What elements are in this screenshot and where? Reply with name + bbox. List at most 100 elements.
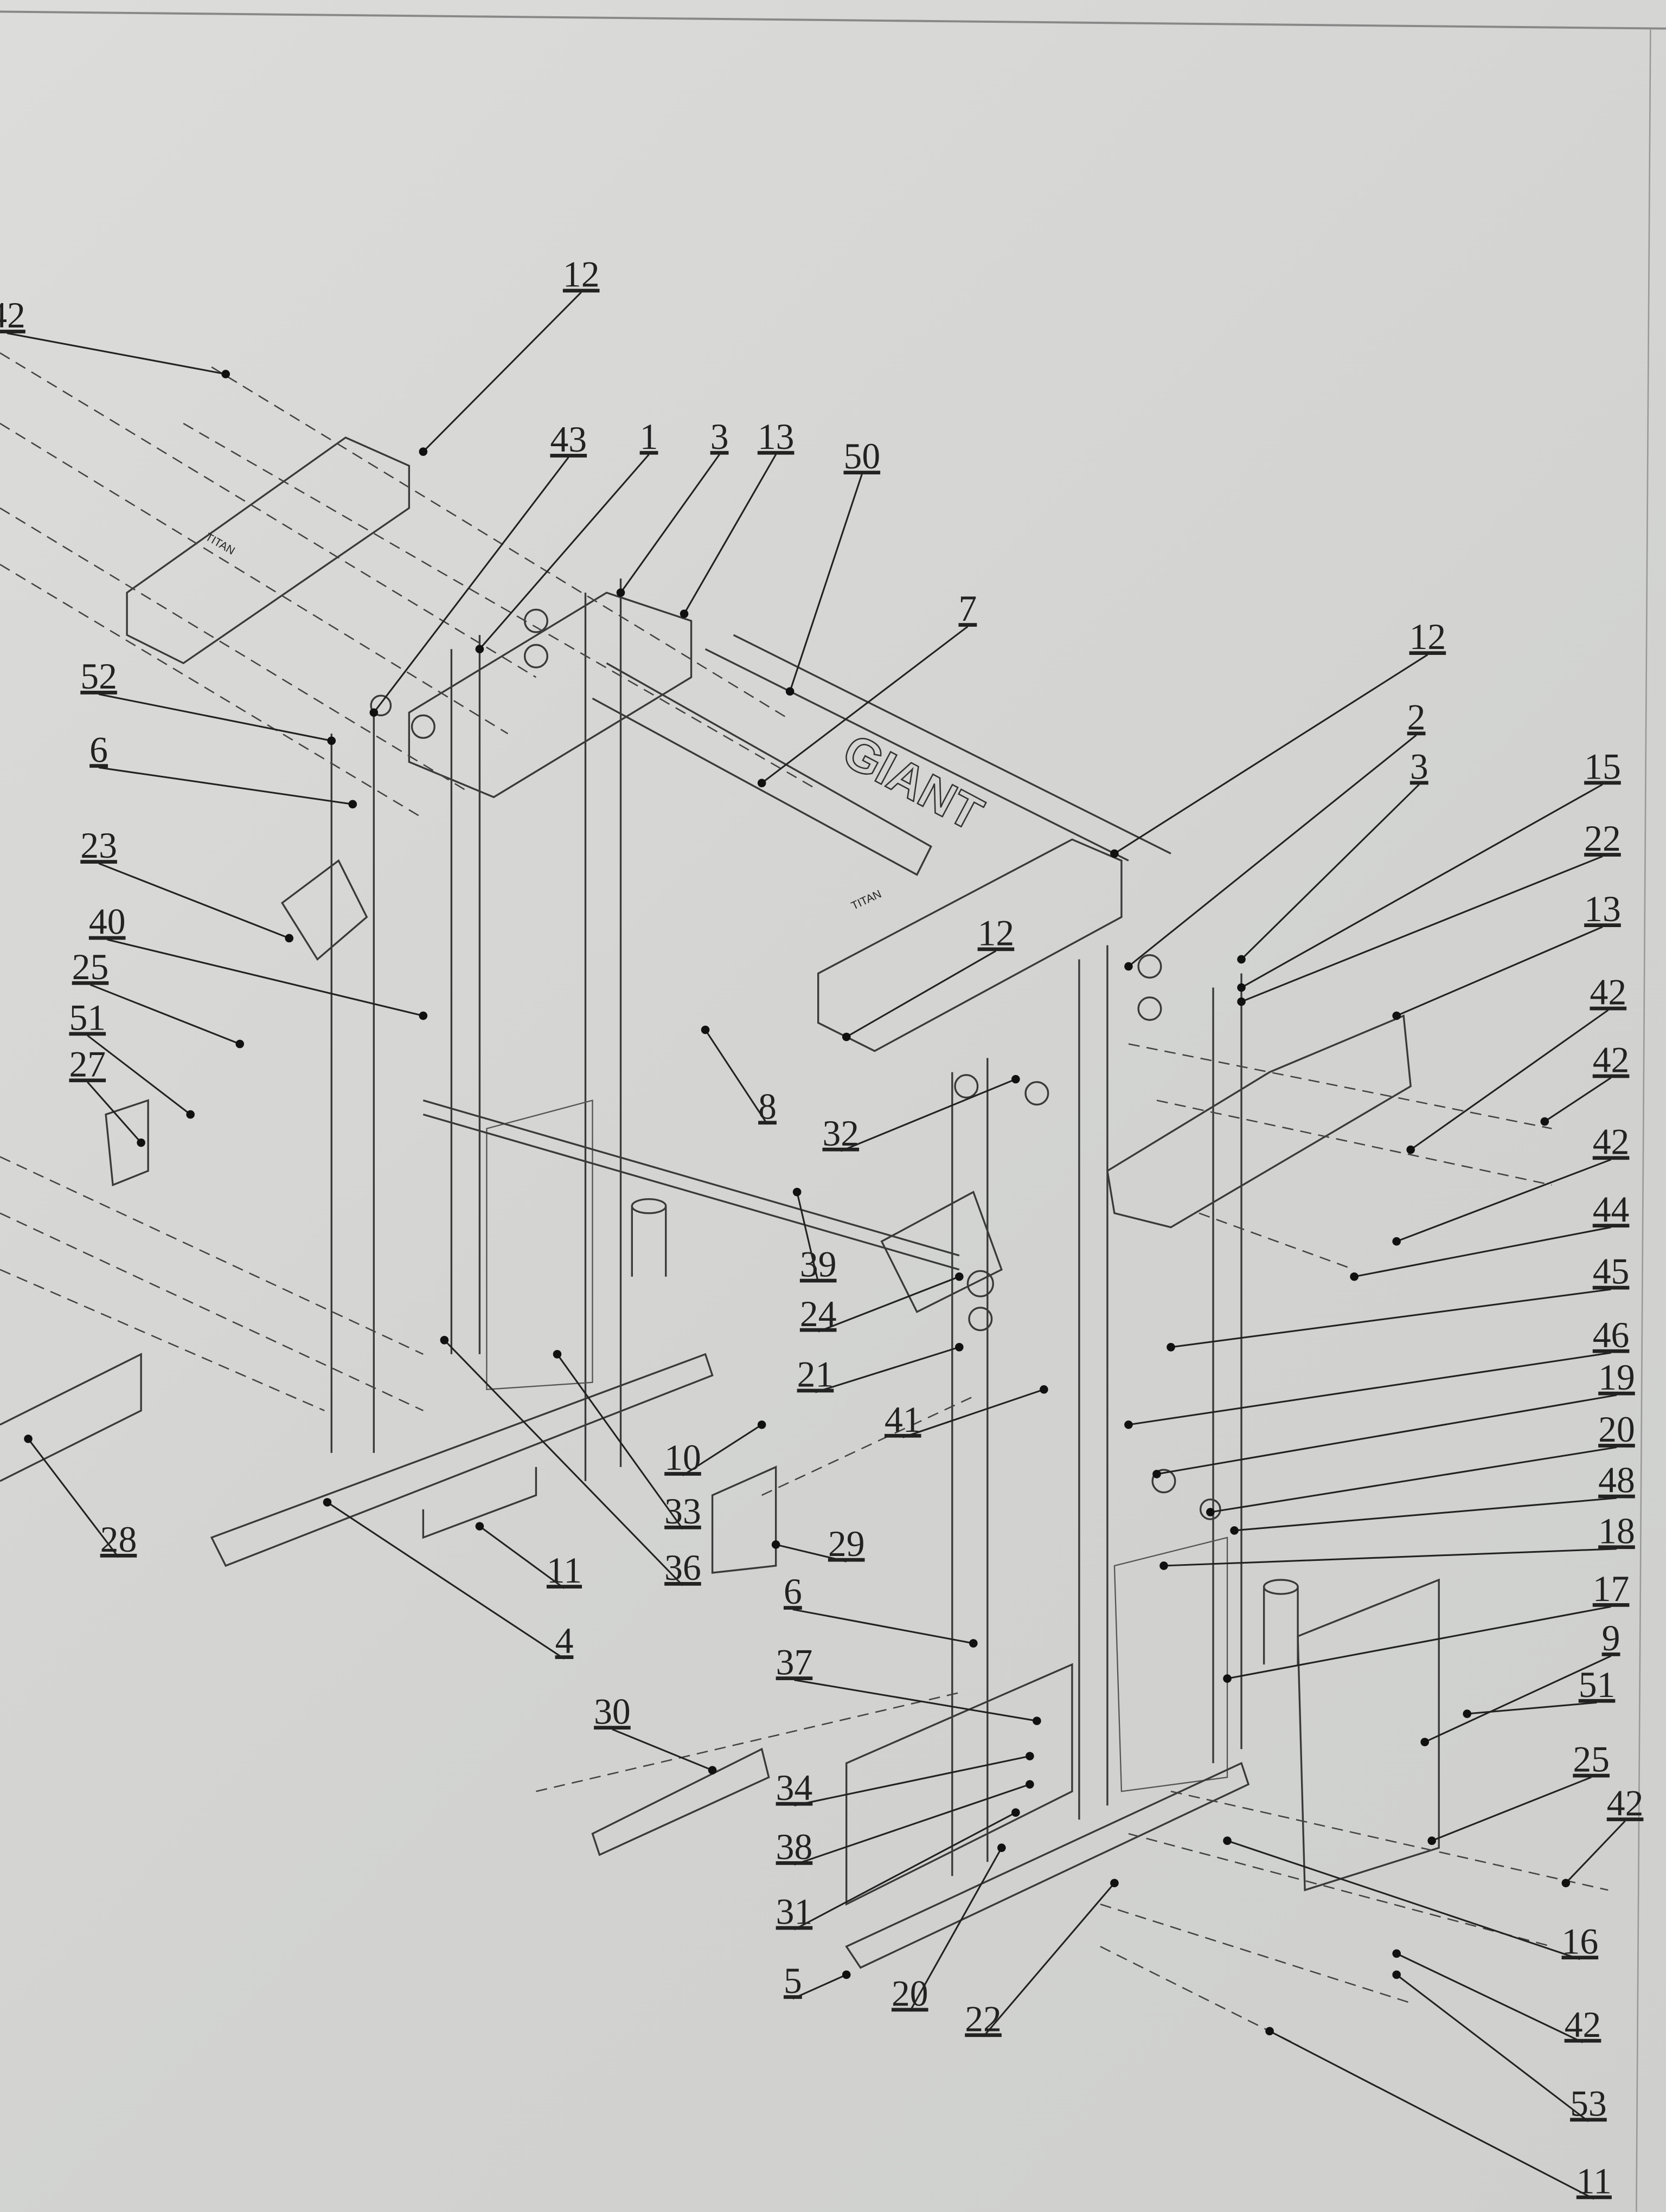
page-edge-right — [1636, 28, 1651, 2212]
arrowhead-icon — [1540, 1117, 1549, 1126]
callout-44: 44 — [1350, 1189, 1629, 1281]
frame-structure — [0, 436, 1440, 1969]
leader-arrow — [1127, 734, 1417, 967]
part-number-label: 8 — [758, 1086, 777, 1127]
part-number-label: 27 — [69, 1044, 106, 1084]
dashed-exploded-guides — [0, 352, 1609, 2046]
part-number-label: 50 — [844, 436, 881, 477]
leader-arrow — [794, 1679, 1037, 1722]
part-number-label: 6 — [784, 1571, 802, 1612]
leader-arrow — [1163, 1548, 1617, 1567]
callout-41: 41 — [885, 1385, 1048, 1440]
arrowhead-icon — [475, 645, 484, 654]
part-number-label: 42 — [0, 295, 25, 336]
arrowhead-icon — [1392, 1970, 1401, 1979]
callout-13: 13 — [680, 416, 794, 618]
arrowhead-icon — [1167, 1342, 1175, 1352]
part-number-label: 6 — [89, 729, 108, 770]
callout-42: 42 — [1406, 972, 1626, 1154]
leader-arrow — [1544, 1077, 1612, 1122]
part-number-label: 10 — [664, 1437, 701, 1478]
arrowhead-icon — [1237, 983, 1246, 992]
part-number-label: 30 — [594, 1691, 631, 1732]
part-number-label: 31 — [776, 1892, 813, 1932]
arrowhead-icon — [701, 1025, 710, 1034]
leader-arrow — [683, 454, 777, 614]
callout-6: 6 — [784, 1571, 978, 1648]
arrowhead-icon — [1420, 1738, 1430, 1746]
callout-40: 40 — [89, 902, 428, 1020]
callout-3: 3 — [616, 416, 729, 597]
part-number-label: 18 — [1598, 1510, 1635, 1551]
part-number-label: 51 — [69, 998, 106, 1038]
callout-5: 5 — [784, 1960, 851, 2001]
callout-38: 38 — [776, 1780, 1034, 1867]
part-number-label: 38 — [776, 1827, 813, 1867]
part-number-label: 12 — [978, 912, 1015, 953]
part-number-label: 39 — [800, 1244, 837, 1285]
part-number-label: 4 — [555, 1621, 574, 1661]
arrowhead-icon — [186, 1110, 195, 1119]
callout-13: 13 — [1392, 889, 1621, 1020]
callout-24: 24 — [800, 1272, 964, 1334]
leader-arrow — [556, 1353, 684, 1530]
arrowhead-icon — [1159, 1561, 1168, 1570]
arrowhead-icon — [1237, 955, 1246, 964]
arrowhead-icon — [1110, 1879, 1119, 1888]
callout-39: 39 — [792, 1187, 837, 1285]
part-number-label: 1 — [640, 416, 658, 457]
callout-51: 51 — [69, 998, 195, 1119]
arrowhead-icon — [1124, 962, 1133, 971]
arrowhead-icon — [137, 1138, 145, 1147]
leader-arrow — [792, 1973, 847, 1999]
arrowhead-icon — [285, 934, 294, 943]
leader-arrow — [845, 950, 997, 1038]
leader-arrow — [479, 454, 650, 650]
part-number-label: 43 — [550, 419, 587, 460]
part-number-label: 25 — [72, 947, 109, 987]
arrowhead-icon — [1026, 1780, 1034, 1789]
callout-16: 16 — [1223, 1836, 1598, 1962]
leader-arrow — [1396, 1952, 1584, 2043]
callout-30: 30 — [594, 1691, 717, 1774]
callout-21: 21 — [797, 1342, 964, 1395]
part-number-label: 37 — [776, 1642, 813, 1682]
callout-11: 11 — [475, 1522, 582, 1591]
arrowhead-icon — [1040, 1385, 1048, 1394]
arrowhead-icon — [997, 1843, 1006, 1853]
titan-logo: TITAN — [203, 531, 237, 557]
giant-logo: GIANT — [835, 724, 991, 841]
leader-arrow — [789, 474, 863, 692]
arrowhead-icon — [708, 1766, 717, 1774]
leader-arrow — [1396, 1159, 1612, 1243]
callout-46: 46 — [1124, 1315, 1629, 1429]
leader-arrow — [982, 1882, 1116, 2037]
part-number-label: 42 — [1590, 972, 1627, 1013]
arrowhead-icon — [1026, 1752, 1034, 1760]
callout-42: 42 — [0, 295, 230, 378]
arrowhead-icon — [1110, 849, 1119, 858]
leader-arrow — [909, 1847, 1003, 2012]
leader-arrow — [89, 983, 240, 1045]
arrowhead-icon — [1230, 1526, 1239, 1535]
part-number-label: 20 — [892, 1973, 928, 2014]
arrowhead-icon — [1392, 1237, 1401, 1246]
arrowhead-icon — [842, 1970, 851, 1979]
callout-29: 29 — [771, 1523, 865, 1564]
part-number-label: 12 — [1409, 616, 1446, 657]
part-number-label: 36 — [664, 1547, 701, 1588]
leader-arrow — [373, 456, 569, 713]
leader-arrow — [776, 1544, 847, 1562]
part-number-label: 42 — [1565, 2004, 1601, 2045]
arrowhead-icon — [1427, 1836, 1437, 1846]
leader-arrow — [818, 1276, 960, 1333]
arrowhead-icon — [1124, 1420, 1133, 1429]
callout-20: 20 — [892, 1843, 1006, 2014]
leader-arrow — [107, 938, 424, 1017]
callout-3: 3 — [1237, 747, 1428, 964]
leader-arrow — [1431, 1776, 1592, 1842]
leader-arrow — [1114, 654, 1428, 854]
arrowhead-icon — [24, 1435, 33, 1443]
leader-arrow — [840, 1078, 1016, 1152]
